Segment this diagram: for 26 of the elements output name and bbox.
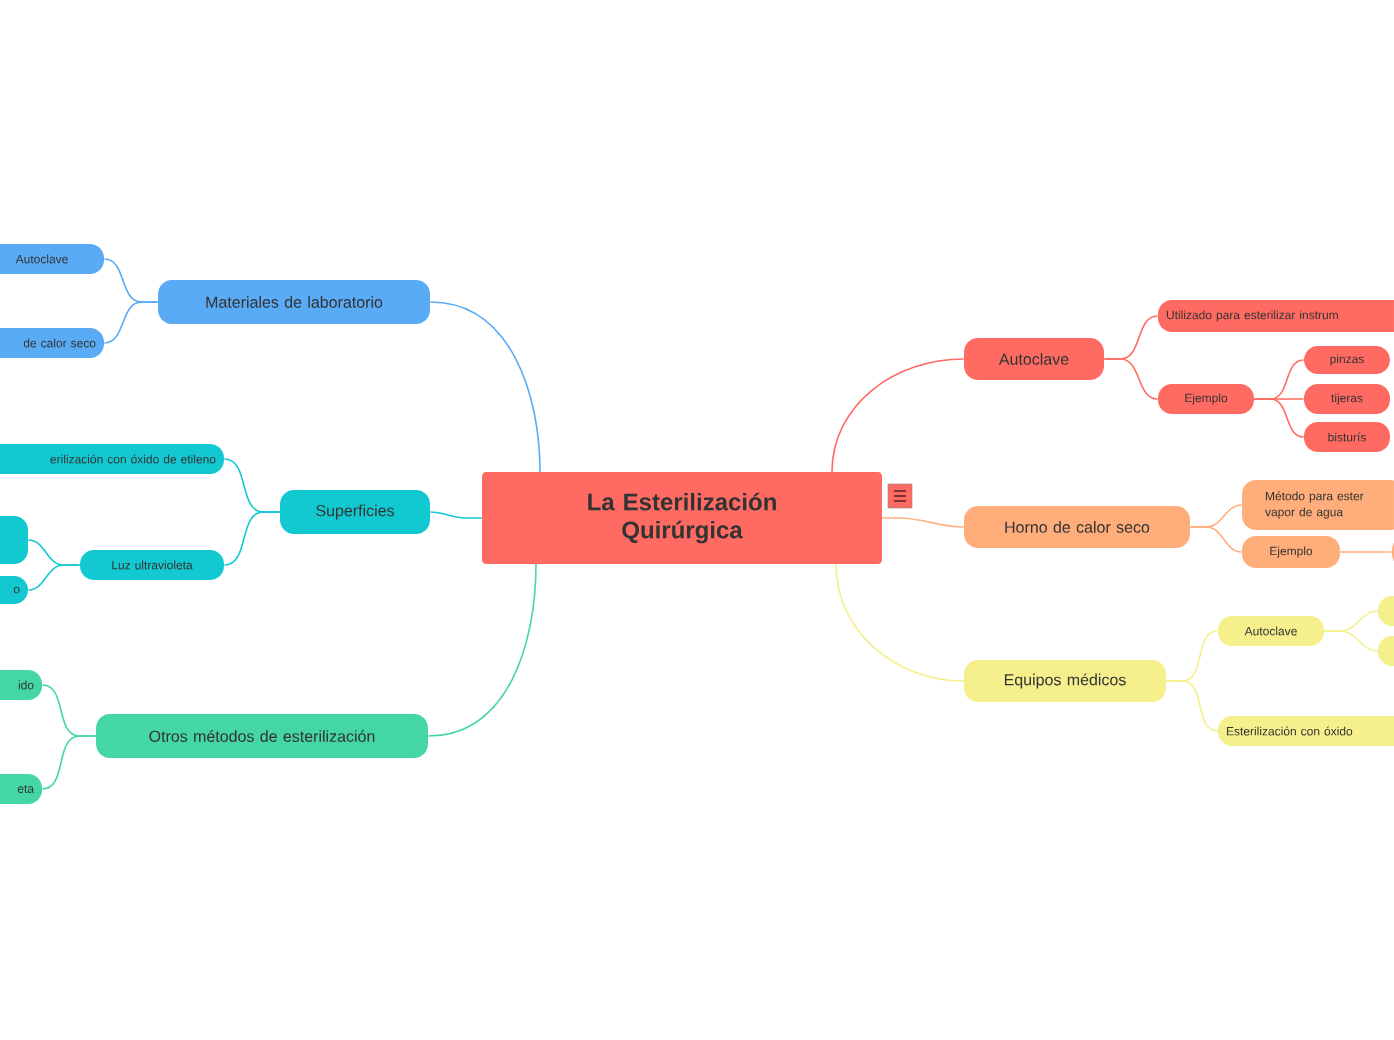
topic-box: Horno de calor seco: [964, 506, 1190, 548]
topic-box: Equipos médicos: [964, 660, 1166, 702]
connector: [1189, 526, 1243, 553]
connector: [1323, 630, 1379, 652]
subtopic-box: [1378, 636, 1394, 666]
connector: [1253, 398, 1305, 438]
topic-box: Materiales de laboratorio: [158, 280, 430, 324]
connector: [1339, 551, 1393, 553]
subtopic-box: [0, 516, 28, 564]
central-topic-box: La Esterilización Quirúrgica: [482, 472, 882, 564]
connector: [1165, 680, 1219, 732]
connector: [429, 511, 483, 519]
connector: [27, 564, 81, 591]
connector: [427, 563, 537, 737]
topic-box: Autoclave: [964, 338, 1104, 380]
connector: [1103, 358, 1159, 400]
topic-box: Superficies: [280, 490, 430, 534]
connector: [831, 358, 965, 473]
subtopic-box: [1378, 596, 1394, 626]
connector: [835, 563, 965, 682]
connector: [223, 511, 281, 566]
connector: [429, 301, 541, 473]
connector: [103, 301, 159, 344]
connector: [41, 735, 97, 790]
topic-box: Otros métodos de esterilización: [96, 714, 428, 758]
connector: [881, 517, 965, 528]
